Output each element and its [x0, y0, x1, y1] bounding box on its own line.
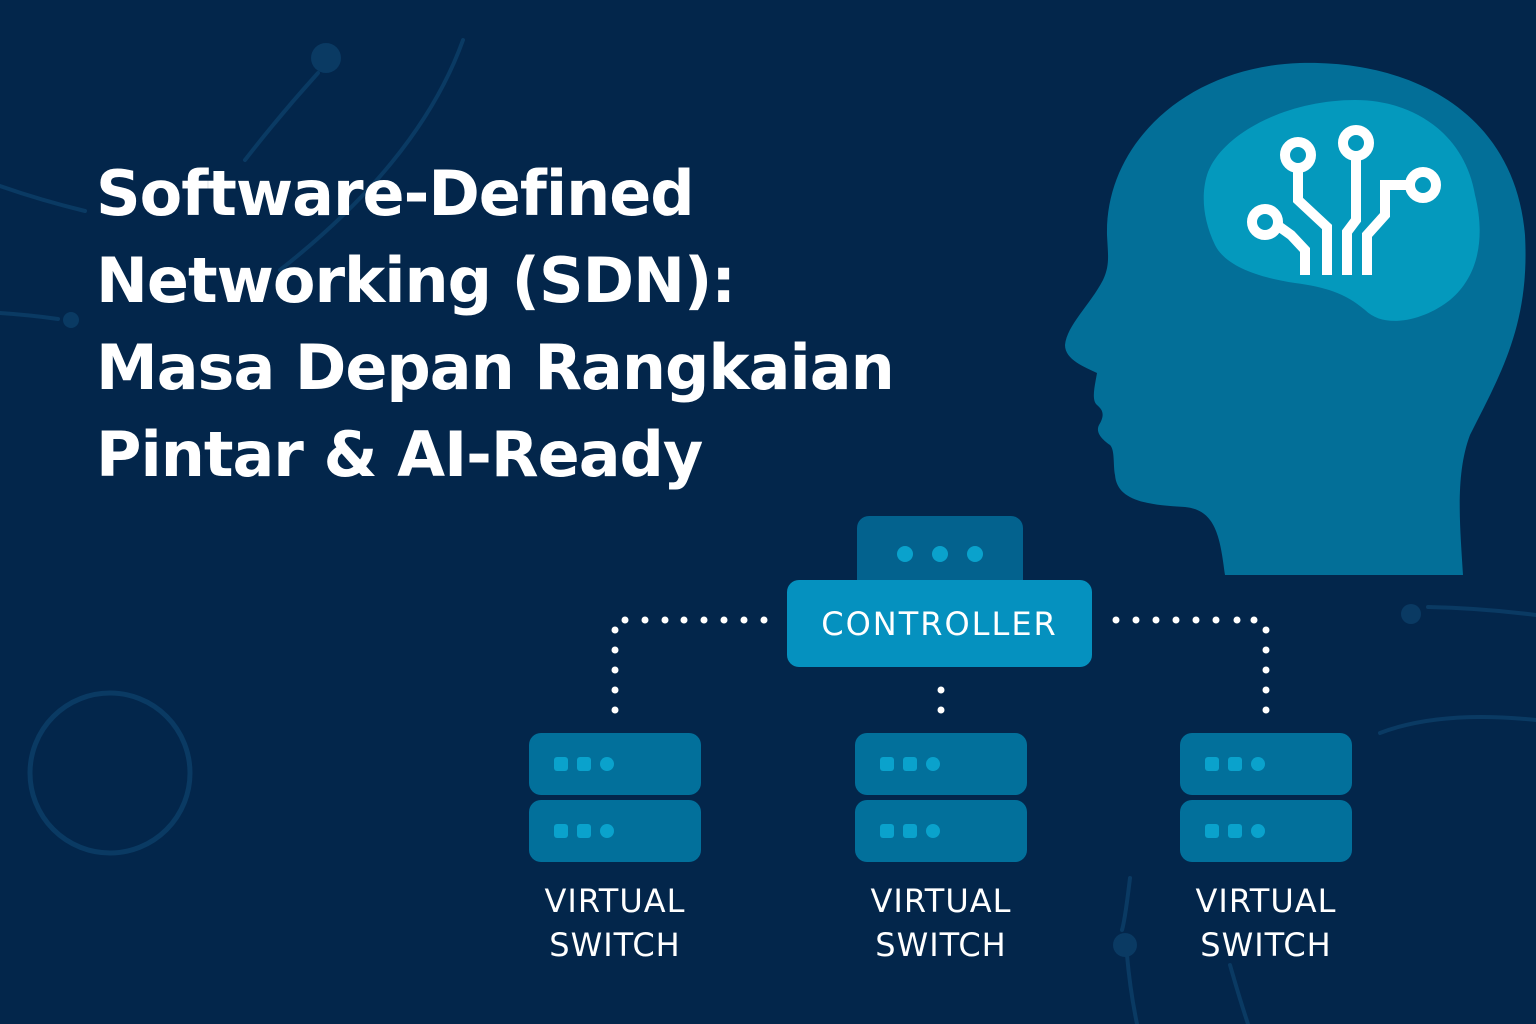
switch-unit-bottom [1180, 800, 1352, 862]
switch-unit-bottom [529, 800, 701, 862]
head-with-circuit-brain-icon [1065, 62, 1526, 576]
page-title: Software-Defined Networking (SDN): Masa … [96, 150, 895, 498]
switch-label-line-1: VIRTUAL [544, 882, 686, 920]
indicator-dot-icon [967, 546, 983, 562]
switch-label-line-1: VIRTUAL [870, 882, 1012, 920]
led-circle-icon [600, 757, 614, 771]
circuit-icon [1247, 125, 1441, 275]
switch-label: VIRTUAL SWITCH [509, 879, 721, 967]
indicator-dot-icon [897, 546, 913, 562]
switch-leds [1205, 824, 1265, 838]
led-circle-icon [926, 757, 940, 771]
led-square-icon [1228, 824, 1242, 838]
switch-unit-top [855, 733, 1027, 795]
switch-leds [554, 824, 614, 838]
title-line-4: Pintar & AI-Ready [96, 418, 703, 491]
switch-leds [880, 824, 940, 838]
switch-label: VIRTUAL SWITCH [1160, 879, 1372, 967]
controller-indicator-dots [897, 546, 983, 562]
switch-unit-top [529, 733, 701, 795]
led-square-icon [903, 824, 917, 838]
led-circle-icon [1251, 824, 1265, 838]
switch-unit-top [1180, 733, 1352, 795]
led-square-icon [554, 757, 568, 771]
switch-label-line-2: SWITCH [875, 926, 1007, 964]
led-square-icon [1228, 757, 1242, 771]
brain-shape [1203, 100, 1480, 321]
switch-leds [880, 757, 940, 771]
led-square-icon [1205, 824, 1219, 838]
led-circle-icon [600, 824, 614, 838]
led-square-icon [880, 824, 894, 838]
switch-unit-bottom [855, 800, 1027, 862]
led-square-icon [554, 824, 568, 838]
led-square-icon [880, 757, 894, 771]
led-square-icon [577, 757, 591, 771]
led-circle-icon [1251, 757, 1265, 771]
title-line-1: Software-Defined [96, 157, 695, 230]
switch-label-line-2: SWITCH [549, 926, 681, 964]
indicator-dot-icon [932, 546, 948, 562]
controller-box: CONTROLLER [787, 580, 1092, 667]
switch-label-line-2: SWITCH [1200, 926, 1332, 964]
controller-label: CONTROLLER [821, 604, 1058, 643]
switch-leds [1205, 757, 1265, 771]
title-line-3: Masa Depan Rangkaian [96, 331, 895, 404]
led-square-icon [577, 824, 591, 838]
led-circle-icon [926, 824, 940, 838]
switch-label: VIRTUAL SWITCH [835, 879, 1047, 967]
switch-leds [554, 757, 614, 771]
led-square-icon [1205, 757, 1219, 771]
title-line-2: Networking (SDN): [96, 244, 736, 317]
switch-label-line-1: VIRTUAL [1195, 882, 1337, 920]
led-square-icon [903, 757, 917, 771]
